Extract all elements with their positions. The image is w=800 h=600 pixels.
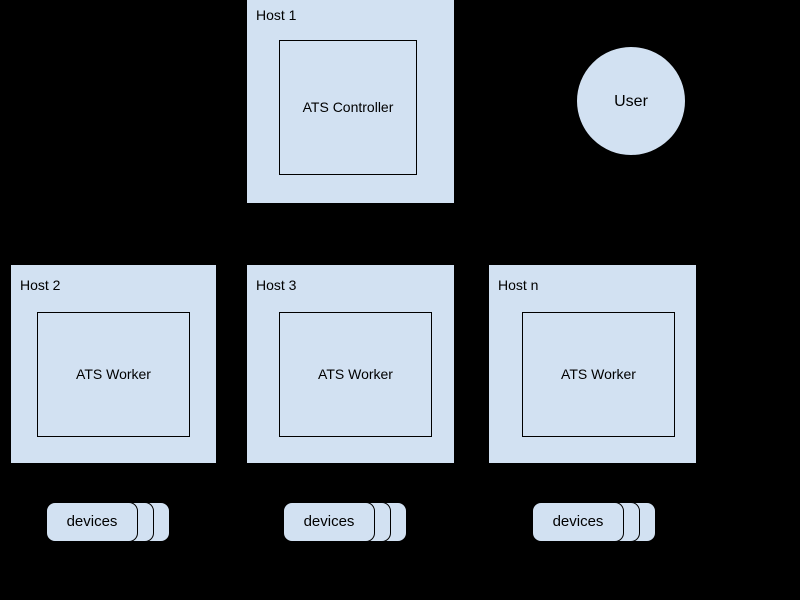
component-box-ats-worker-1[interactable]: ATS Worker	[37, 312, 190, 437]
device-label-worker-n: devices	[552, 513, 604, 530]
component-label-ats-worker-1: ATS Worker	[76, 366, 151, 382]
device-sheet-front[interactable]: devices	[532, 502, 624, 542]
component-label-ats-controller: ATS Controller	[302, 99, 394, 115]
host-label-worker-2: Host 3	[256, 277, 297, 293]
component-box-ats-controller[interactable]: ATS Controller	[279, 40, 417, 175]
device-label-worker-2: devices	[303, 513, 355, 530]
component-label-ats-worker-n: ATS Worker	[561, 366, 636, 382]
component-box-ats-worker-n[interactable]: ATS Worker	[522, 312, 675, 437]
host-box-worker-2[interactable]: Host 3 ATS Worker	[246, 264, 455, 464]
host-box-worker-1[interactable]: Host 2 ATS Worker	[10, 264, 217, 464]
component-box-ats-worker-2[interactable]: ATS Worker	[279, 312, 432, 437]
component-label-ats-worker-2: ATS Worker	[318, 366, 393, 382]
host-label-controller: Host 1	[256, 7, 297, 23]
device-stack-worker-n[interactable]: devices	[532, 502, 656, 542]
device-stack-worker-1[interactable]: devices	[46, 502, 170, 542]
device-sheet-front[interactable]: devices	[283, 502, 375, 542]
host-label-worker-1: Host 2	[20, 277, 61, 293]
device-stack-worker-2[interactable]: devices	[283, 502, 407, 542]
host-box-worker-n[interactable]: Host n ATS Worker	[488, 264, 697, 464]
device-sheet-front[interactable]: devices	[46, 502, 138, 542]
actor-user[interactable]: User	[576, 46, 686, 156]
actor-label-user: User	[614, 92, 648, 110]
device-label-worker-1: devices	[66, 513, 118, 530]
host-box-controller[interactable]: Host 1 ATS Controller	[246, 0, 455, 204]
host-label-worker-n: Host n	[498, 277, 539, 293]
